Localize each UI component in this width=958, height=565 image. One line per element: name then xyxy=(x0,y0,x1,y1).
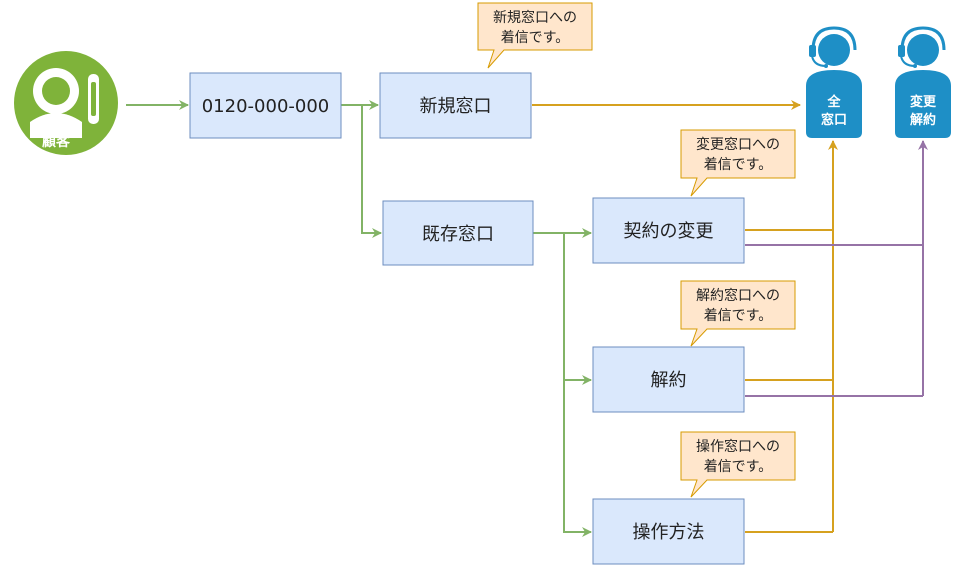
headset-agent-icon xyxy=(809,26,857,68)
callout-change-line-1: 変更窓口への xyxy=(696,136,780,153)
agent-all-line-1: 全 xyxy=(826,94,841,110)
edge-phone-to-existing xyxy=(341,104,382,238)
contract-change-label: 契約の変更 xyxy=(624,221,714,242)
callout-new-line-2: 着信です。 xyxy=(501,30,570,46)
purple-connectors xyxy=(745,140,928,397)
callout-change: 変更窓口への 着信です。 xyxy=(680,129,796,197)
agent-all-line-2: 窓口 xyxy=(821,112,847,128)
edge-existing-to-operation xyxy=(563,233,592,537)
phone-number-label: 0120-000-000 xyxy=(202,96,330,117)
callout-operation-line-1: 操作窓口への xyxy=(696,438,780,455)
callout-cancel: 解約窓口への 着信です。 xyxy=(680,280,796,347)
agent-change-cancel-line-2: 解約 xyxy=(909,112,936,128)
agent-change-cancel-line-1: 変更 xyxy=(910,94,937,110)
node-new-window: 新規窓口 xyxy=(379,72,532,139)
green-connectors xyxy=(126,100,592,537)
existing-window-label: 既存窓口 xyxy=(422,224,494,245)
callout-operation: 操作窓口への 着信です。 xyxy=(680,431,796,498)
operation-method-label: 操作方法 xyxy=(633,522,705,543)
callout-new-line-1: 新規窓口への xyxy=(493,9,577,26)
callout-cancel-line-1: 解約窓口への xyxy=(696,287,780,304)
node-operation-method: 操作方法 xyxy=(592,498,745,565)
edge-existing-to-cancel xyxy=(533,232,592,385)
agent-all-windows: 全 窓口 xyxy=(806,26,862,138)
callout-new: 新規窓口への 着信です。 xyxy=(477,2,593,69)
callout-cancel-line-2: 着信です。 xyxy=(704,308,773,324)
new-window-label: 新規窓口 xyxy=(420,96,492,117)
agent-change-cancel: 変更 解約 xyxy=(895,26,951,138)
node-phone-number: 0120-000-000 xyxy=(189,72,342,139)
cancellation-label: 解約 xyxy=(651,370,687,391)
customer-label: 顧客 xyxy=(42,133,71,150)
headset-agent-icon xyxy=(898,26,946,68)
callout-change-line-2: 着信です。 xyxy=(704,157,773,173)
node-cancellation: 解約 xyxy=(592,346,745,413)
gold-connectors xyxy=(532,100,838,533)
node-contract-change: 契約の変更 xyxy=(592,197,745,264)
customer-icon: 顧客 xyxy=(14,51,118,155)
node-existing-window: 既存窓口 xyxy=(382,200,534,266)
callout-operation-line-2: 着信です。 xyxy=(704,459,773,475)
